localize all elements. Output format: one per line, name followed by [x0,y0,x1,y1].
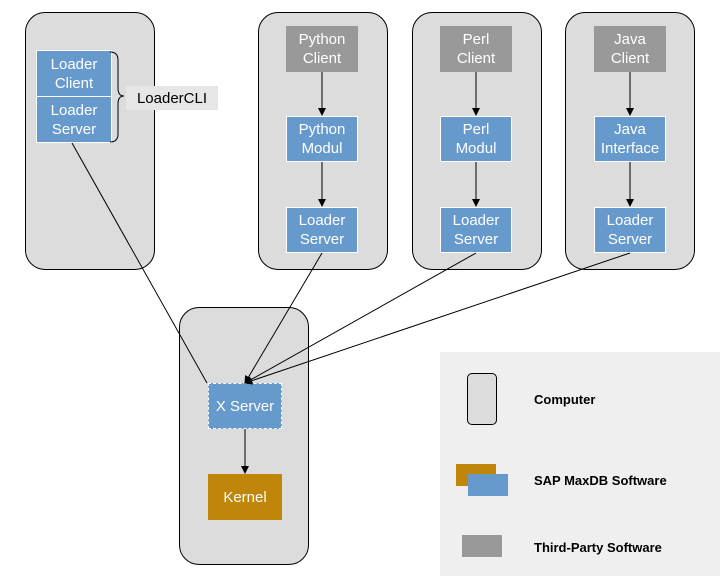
loader-client-box: Loader Client [36,50,112,97]
legend-sap-label: SAP MaxDB Software [534,473,667,488]
legend-computer-swatch [467,373,497,425]
loadercli-label: LoaderCLI [126,86,218,110]
loadercli-bracket [109,51,125,143]
legend-panel: Computer SAP MaxDB Software Third-Party … [440,352,720,576]
perl-loader-server-box: Loader Server [440,207,512,253]
perl-modul-box: Perl Modul [440,116,512,162]
java-loader-server-box: Loader Server [594,207,666,253]
line-loadercli-to-xserver [71,142,208,384]
python-modul-box: Python Modul [286,116,358,162]
legend-sap-swatch-blue [468,474,508,496]
kernel-box: Kernel [208,474,282,520]
java-interface-box: Java Interface [594,116,666,162]
perl-client-box: Perl Client [440,26,512,72]
legend-computer-label: Computer [534,392,596,407]
python-client-box: Python Client [286,26,358,72]
legend-third-party-label: Third-Party Software [534,540,662,555]
computer-database [179,307,309,565]
python-loader-server-box: Loader Server [286,207,358,253]
loader-server-box-left: Loader Server [36,96,112,143]
x-server-box: X Server [208,383,282,429]
java-client-box: Java Client [594,26,666,72]
line-java-to-xserver [244,252,631,385]
legend-third-party-swatch [462,535,502,557]
line-perl-to-xserver [244,252,477,384]
line-python-to-xserver [244,252,323,384]
